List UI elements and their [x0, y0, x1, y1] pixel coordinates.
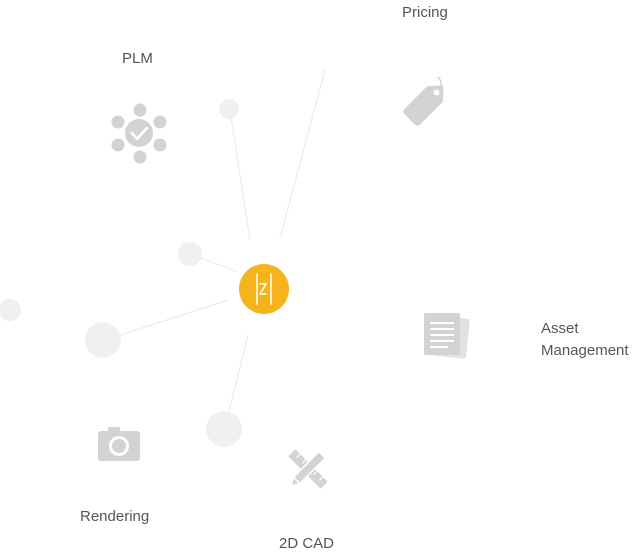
connector-line [279, 69, 326, 239]
node-label-pricing[interactable]: Pricing [402, 4, 448, 21]
brand-logo-icon [256, 273, 272, 305]
bubble [206, 411, 242, 447]
label-line: Asset [541, 320, 579, 337]
connector-line [104, 299, 229, 341]
bubble [85, 322, 121, 358]
camera-icon[interactable] [98, 427, 140, 461]
hub-circle [239, 264, 289, 314]
pencil-ruler-icon[interactable] [288, 449, 328, 489]
bubbles [0, 99, 242, 447]
node-label-asset-management[interactable]: Asset Management [541, 318, 629, 362]
node-label-plm[interactable]: PLM [122, 50, 153, 67]
bubble [219, 99, 239, 119]
node-label-rendering[interactable]: Rendering [80, 508, 150, 525]
documents-icon[interactable] [424, 313, 470, 359]
network-check-icon[interactable] [111, 103, 167, 164]
label-line: Management [541, 342, 629, 359]
hub-node[interactable] [239, 264, 289, 314]
price-tag-icon[interactable] [402, 76, 453, 127]
connector-line [229, 109, 251, 241]
bubble [0, 299, 21, 321]
bubble [178, 242, 202, 266]
connector-lines [104, 69, 326, 429]
node-label-2d-cad[interactable]: 2D CAD [279, 535, 335, 552]
